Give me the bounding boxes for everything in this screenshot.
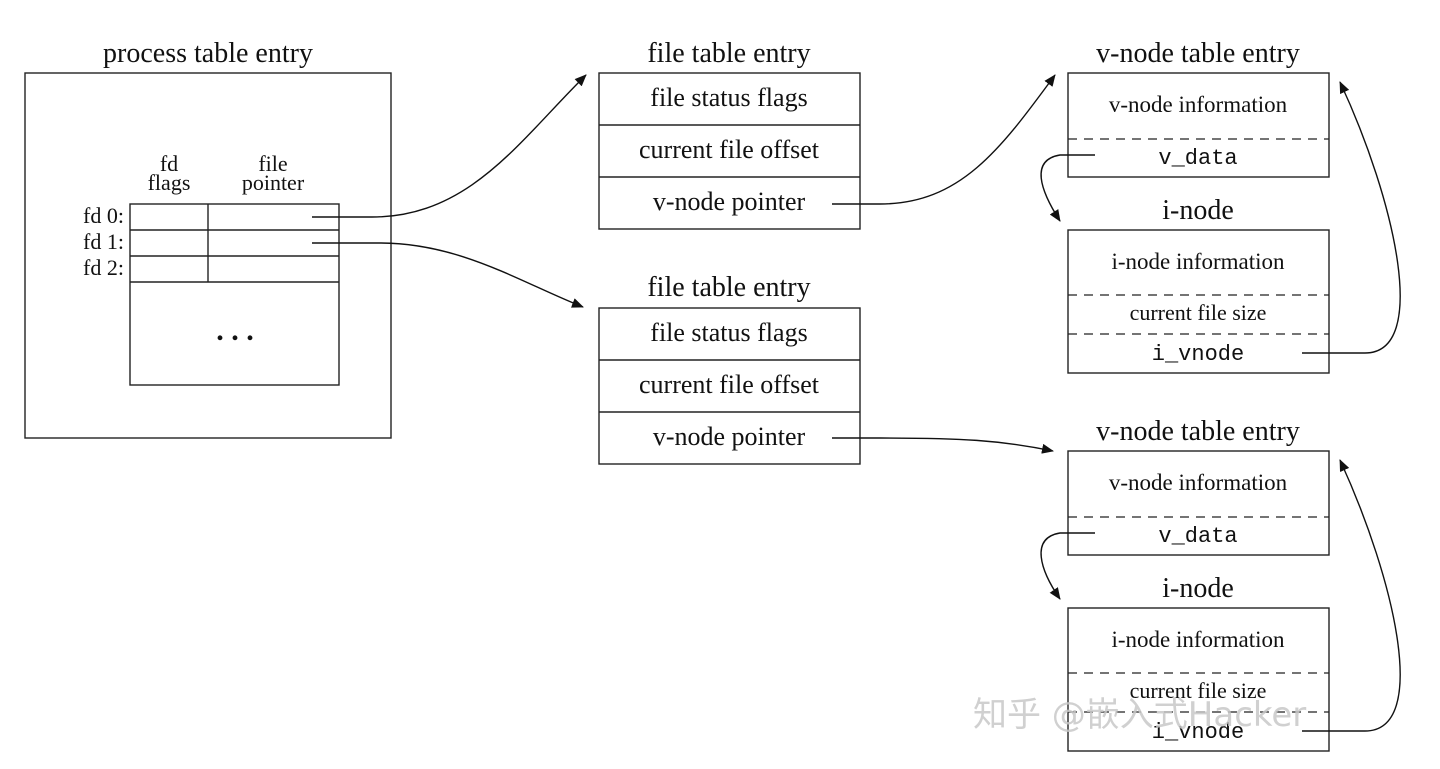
process-table-box xyxy=(24,72,392,439)
arrow-ivnode-to-vnode-2 xyxy=(1302,459,1401,732)
fd1-label: fd 1: xyxy=(83,229,124,254)
col-fd-flags-line2: flags xyxy=(148,170,191,195)
arrow-file-table-1-to-vnode-1 xyxy=(832,74,1056,205)
file-table-entry-1: file table entry file status flags curre… xyxy=(598,38,861,230)
vnode-2-title: v-node table entry xyxy=(1096,416,1300,447)
vnode-group-2: v-node table entry v-node information v_… xyxy=(1067,416,1330,752)
arrow-vdata-to-inode-2 xyxy=(1040,532,1095,600)
file-table-2-vnode-pointer: v-node pointer xyxy=(653,422,806,451)
arrow-file-table-2-to-vnode-2 xyxy=(832,437,1054,454)
vnode-2-data: v_data xyxy=(1158,524,1237,549)
inode-2-box xyxy=(1067,607,1330,752)
watermark: 知乎 @嵌入式Hacker xyxy=(973,695,1306,735)
file-table-2-box xyxy=(598,307,861,465)
inode-2-vnode: i_vnode xyxy=(1152,720,1244,745)
file-table-2-offset: current file offset xyxy=(639,370,820,399)
fd0-label: fd 0: xyxy=(83,203,124,228)
vnode-group-1: v-node table entry v-node information v_… xyxy=(1067,38,1330,374)
file-table-1-vnode-pointer: v-node pointer xyxy=(653,187,806,216)
fd2-label: fd 2: xyxy=(83,255,124,280)
inode-2-size: current file size xyxy=(1130,678,1267,703)
file-table-1-offset: current file offset xyxy=(639,135,820,164)
vnode-2-info: v-node information xyxy=(1109,470,1288,495)
vnode-1-box xyxy=(1067,72,1330,178)
inode-2-title: i-node xyxy=(1162,573,1234,604)
vnode-1-info: v-node information xyxy=(1109,92,1288,117)
vnode-1-data: v_data xyxy=(1158,146,1237,171)
fd-ellipsis: . . . xyxy=(216,314,254,347)
arrow-vdata-to-inode-1 xyxy=(1040,154,1095,222)
file-table-2-status-flags: file status flags xyxy=(650,318,807,347)
inode-1-vnode: i_vnode xyxy=(1152,342,1244,367)
vnode-1-title: v-node table entry xyxy=(1096,38,1300,69)
arrow-fd0-to-file-table-1 xyxy=(312,74,587,218)
file-table-1-status-flags: file status flags xyxy=(650,83,807,112)
inode-1-info: i-node information xyxy=(1111,249,1285,274)
inode-1-box xyxy=(1067,229,1330,374)
process-table-entry: process table entry fd flags file pointe… xyxy=(24,38,392,439)
pointer-arrows xyxy=(312,74,1401,732)
file-table-entry-2: file table entry file status flags curre… xyxy=(598,272,861,465)
file-table-2-title: file table entry xyxy=(647,272,810,303)
vnode-2-box xyxy=(1067,450,1330,556)
col-file-pointer-line2: pointer xyxy=(242,170,305,195)
file-table-1-box xyxy=(598,72,861,230)
fd-table-box xyxy=(129,203,340,386)
file-table-1-title: file table entry xyxy=(647,38,810,69)
inode-1-title: i-node xyxy=(1162,195,1234,226)
col-fd-flags-line1: fd xyxy=(160,151,178,176)
inode-2-info: i-node information xyxy=(1111,627,1285,652)
inode-1-size: current file size xyxy=(1130,300,1267,325)
col-file-pointer-line1: file xyxy=(258,151,287,176)
arrow-ivnode-to-vnode-1 xyxy=(1302,81,1401,354)
process-table-title: process table entry xyxy=(103,38,313,69)
arrow-fd1-to-file-table-2 xyxy=(312,242,584,308)
